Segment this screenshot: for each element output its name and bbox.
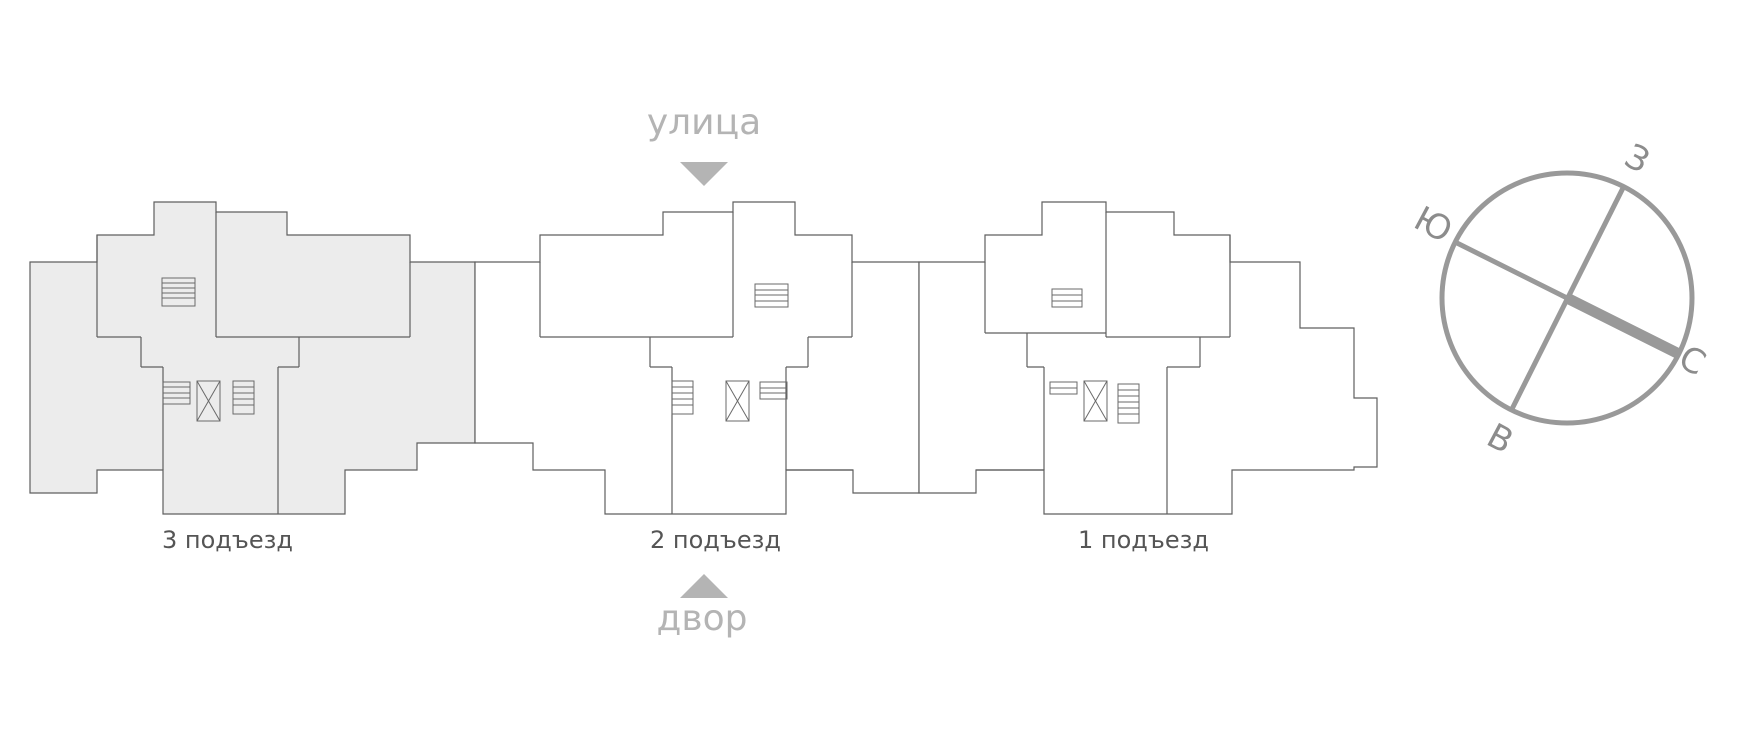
stair-icon (232, 380, 255, 415)
compass: С Ю В З (1407, 136, 1711, 462)
entrance-1-section[interactable] (918, 201, 1378, 515)
compass-axis-south (1455, 240, 1569, 301)
entrance-1-outline[interactable] (918, 201, 1378, 515)
entrance-2-label[interactable]: 2 подъезд (650, 526, 781, 554)
stair-icon (161, 277, 196, 307)
entrance-1-label[interactable]: 1 подъезд (1078, 526, 1209, 554)
stair-icon (1051, 288, 1083, 308)
stair-icon (162, 381, 191, 405)
compass-letter-north: С (1672, 338, 1712, 384)
elevator-icon (196, 380, 221, 422)
compass-needle-north (1564, 293, 1680, 358)
stair-icon (1049, 381, 1078, 395)
elevator-icon (1083, 380, 1108, 422)
stair-icon (1117, 383, 1140, 424)
street-label: улица (647, 102, 761, 143)
entrance-3-section[interactable] (29, 201, 476, 515)
compass-letter-south: Ю (1407, 199, 1458, 252)
elevator-icon (725, 380, 750, 422)
compass-letter-west: З (1618, 136, 1656, 182)
street-arrow-icon (680, 162, 728, 186)
compass-ring (1439, 170, 1695, 426)
stair-icon (754, 283, 789, 308)
stair-icon (759, 381, 788, 400)
entrance-3-label[interactable]: 3 подъезд (162, 526, 293, 554)
entrance-2-section[interactable] (474, 201, 920, 515)
compass-letter-east: В (1480, 416, 1519, 462)
yard-label: двор (657, 598, 748, 639)
entrance-2-outline[interactable] (474, 201, 920, 515)
yard-arrow-icon (680, 574, 728, 598)
stair-icon (671, 380, 694, 415)
